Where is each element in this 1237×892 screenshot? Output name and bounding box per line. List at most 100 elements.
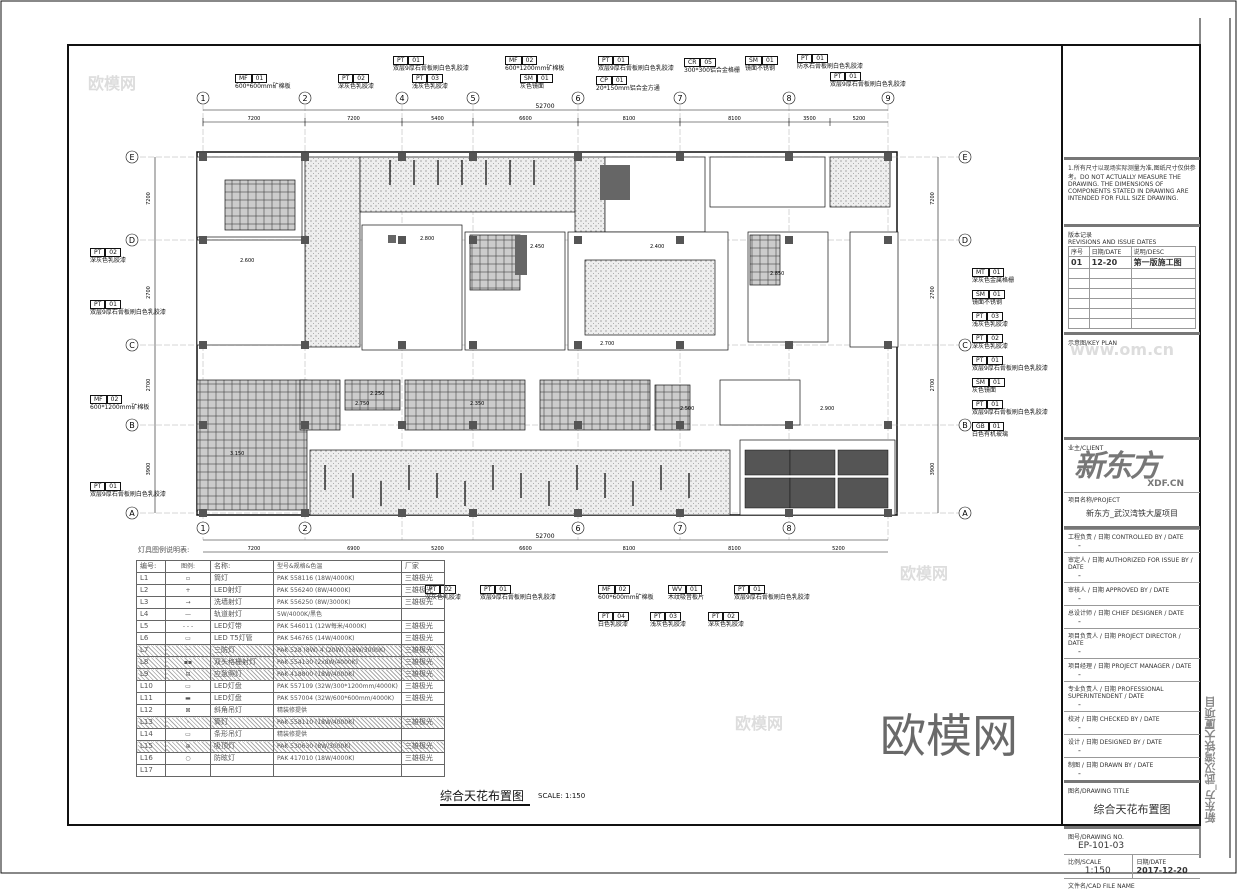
ceiling-zone <box>469 234 521 291</box>
material-no: 03 <box>665 612 681 621</box>
legend-row: L12⊠斜角吊灯精装修提供 <box>136 704 445 717</box>
structural-column <box>301 341 309 349</box>
material-no: 03 <box>987 312 1003 321</box>
light-symbol-icon: ▫ <box>165 572 211 585</box>
grid-bubble <box>673 521 687 535</box>
material-no: 01 <box>987 400 1003 409</box>
legend-name: 防眩灯 <box>210 752 274 765</box>
legend-remark: 三雄极光 <box>400 656 445 669</box>
title-block: 1.所有尺寸以现场实际测量为准,图纸尺寸仅供参考。DO NOT ACTUALLY… <box>1064 45 1200 892</box>
legend-code: L8 <box>136 656 166 669</box>
light-symbol-icon: ▬ <box>165 692 211 705</box>
material-description: 双层9厚石膏板刷白色乳胶漆 <box>90 491 166 498</box>
rev-desc: 第一版施工图 <box>1130 256 1197 269</box>
client-logo-sub: XDF.CN <box>1147 479 1184 489</box>
structural-column <box>199 509 207 517</box>
legend-model: PAK 556250 (8W/3000K) <box>273 596 402 609</box>
legend-header: 厂家 <box>400 560 445 573</box>
legend-title: 灯具图例说明表: <box>138 546 190 554</box>
material-tag: CP <box>596 76 612 85</box>
material-tag: PT <box>830 72 846 81</box>
rev-date: 12-20 <box>1088 256 1132 269</box>
legend-code: L15 <box>136 740 166 753</box>
material-tag: PT <box>972 400 988 409</box>
legend-remark: 三雄极光 <box>400 644 445 657</box>
material-description: 300*300铝合金格栅 <box>684 67 740 74</box>
material-description: 20*150mm铝合金方通 <box>596 85 660 92</box>
watermark: 欧模网 <box>735 714 784 733</box>
rev-no: 01 <box>1068 256 1090 269</box>
dimension-value: 3900 <box>146 463 152 476</box>
structural-column <box>785 236 793 244</box>
legend-model: PAK 546011 (12W每米/4000K) <box>273 620 402 633</box>
material-no: 01 <box>987 356 1003 365</box>
material-description: 深灰色乳胶漆 <box>90 257 127 264</box>
material-tag: MF <box>598 585 615 594</box>
dimension-value: 2700 <box>146 379 152 392</box>
legend-code: L2 <box>136 584 166 597</box>
structural-column <box>199 421 207 429</box>
structural-column <box>676 509 684 517</box>
sign-value: - <box>1078 571 1081 580</box>
legend-model: PAK 528 (8W) 4 (20W) (18W/3000K) <box>273 644 402 657</box>
legend-remark: 三雄极光 <box>400 632 445 645</box>
dimension-value: 2700 <box>930 286 936 299</box>
grid-label: 7 <box>677 94 682 103</box>
legend-name: 应急照灯 <box>210 668 274 681</box>
legend-name: LED T5灯管 <box>210 632 274 645</box>
material-description: 浅灰色乳胶漆 <box>972 321 1009 328</box>
sign-label: 项目负责人 / 日期 PROJECT DIRECTOR / DATE <box>1068 633 1181 647</box>
material-tag: PT <box>412 74 428 83</box>
structural-column <box>301 509 309 517</box>
material-description: 深灰色乳胶漆 <box>708 621 745 628</box>
ceiling-zone <box>749 234 781 286</box>
client-logo: 新东方 <box>1074 449 1160 484</box>
material-no: 02 <box>105 248 121 257</box>
grid-bubble <box>125 150 139 164</box>
light-symbol-icon <box>165 764 211 777</box>
structural-column <box>884 421 892 429</box>
structural-column <box>398 421 406 429</box>
structural-column <box>884 236 892 244</box>
structural-column <box>884 509 892 517</box>
legend-remark: 三雄极光 <box>400 584 445 597</box>
light-symbol-icon: ▭ <box>165 632 211 645</box>
sign-value: - <box>1078 769 1081 778</box>
grid-bubble <box>881 91 895 105</box>
dimension-value: 5200 <box>431 546 444 552</box>
sign-value: - <box>1078 617 1081 626</box>
light-symbol-icon: ▭ <box>165 728 211 741</box>
grid-label: E <box>962 153 967 162</box>
key-plan-label: 示意图/KEY PLAN <box>1064 332 1200 437</box>
legend-remark: 三雄极光 <box>400 680 445 693</box>
grid-bubble <box>958 233 972 247</box>
legend-header: 型号&规格&色温 <box>273 560 402 573</box>
ceiling-zone <box>654 384 691 431</box>
ceiling-height: 2.850 <box>770 271 784 277</box>
material-tag: MF <box>235 74 252 83</box>
legend-model: PAK 557004 (32W/600*600mm/4000K) <box>273 692 402 705</box>
structural-column <box>398 509 406 517</box>
material-no: 01 <box>495 585 511 594</box>
legend-name: 条形吊灯 <box>210 728 274 741</box>
fixture <box>388 235 396 243</box>
material-no: 01 <box>613 56 629 65</box>
material-tag: PT <box>393 56 409 65</box>
material-no: 01 <box>537 74 553 83</box>
sign-row: 工程负责 / 日期 CONTROLLED BY / DATE- <box>1064 529 1200 552</box>
legend-name: LED射灯 <box>210 584 274 597</box>
material-no: 05 <box>700 58 716 67</box>
ceiling-height: 2.600 <box>240 258 254 264</box>
material-tag: PT <box>480 585 496 594</box>
